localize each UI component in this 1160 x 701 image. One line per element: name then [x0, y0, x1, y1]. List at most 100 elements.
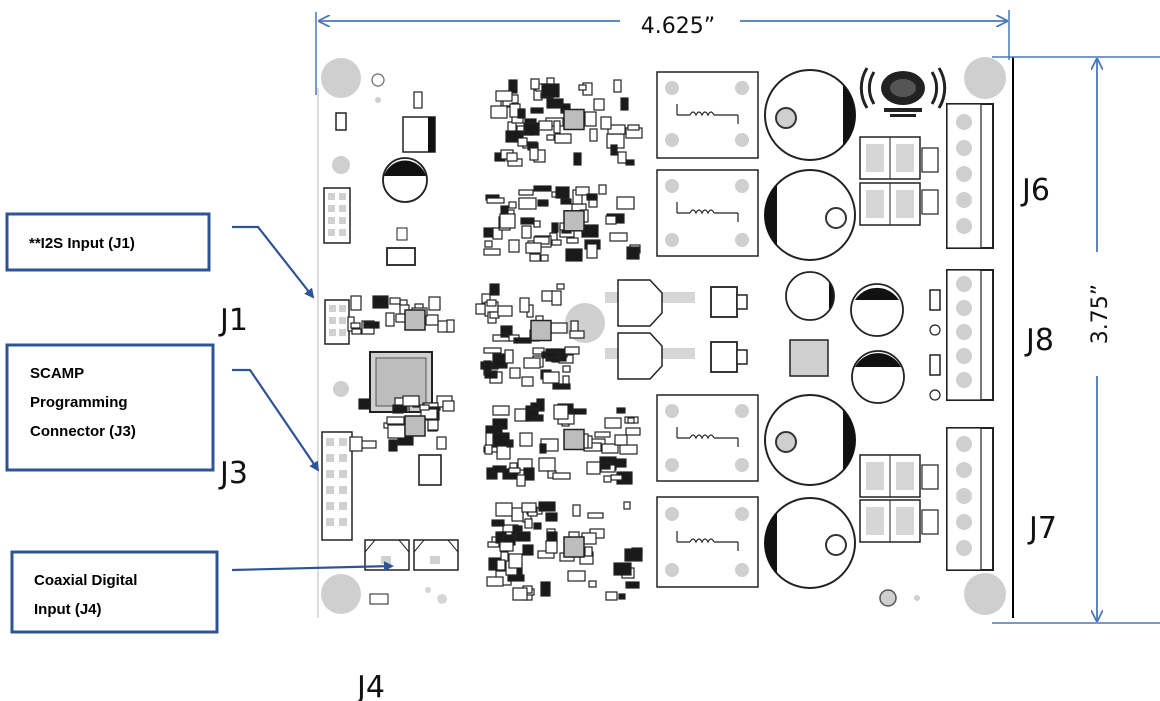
- smd-part: [625, 581, 640, 589]
- label-j8: J8: [1024, 323, 1054, 358]
- callout-scamp-line3: Connector (J3): [30, 423, 136, 440]
- smd-part: [517, 137, 528, 147]
- smd-part: [512, 587, 528, 601]
- smd-part: [533, 185, 552, 192]
- smd-part: [605, 591, 618, 601]
- smd-part: [552, 472, 571, 480]
- smd-part: [475, 303, 486, 315]
- smd-part: [533, 220, 541, 228]
- smd-part: [484, 240, 493, 248]
- callout-i2s-text: **I2S Input (J1): [29, 235, 135, 252]
- smd-part: [492, 227, 503, 240]
- smd-part: [584, 546, 593, 557]
- smd-part: [525, 242, 542, 254]
- smd-part: [610, 474, 623, 481]
- smd-part: [372, 295, 389, 309]
- width-dimension: 4.625”: [315, 10, 1010, 95]
- inductor-l2: [656, 169, 759, 257]
- smd-part: [586, 193, 598, 201]
- smd-part: [537, 199, 549, 207]
- smd-part: [613, 79, 622, 93]
- smd-part: [538, 501, 556, 512]
- smd-part: [572, 504, 581, 517]
- smd-part: [519, 297, 530, 313]
- smd-part: [392, 406, 404, 414]
- smd-part: [540, 254, 549, 262]
- smd-part: [551, 239, 562, 246]
- smd-components: [347, 77, 643, 601]
- upper-header: [323, 187, 351, 244]
- smd-part: [626, 246, 640, 260]
- smd-part: [523, 467, 535, 481]
- smd-part: [589, 128, 598, 142]
- terminal-block-j6: [946, 103, 994, 249]
- smd-part: [530, 78, 540, 90]
- smd-part: [618, 593, 626, 600]
- smd-part: [569, 330, 585, 339]
- smd-part: [419, 404, 430, 411]
- smd-part: [605, 215, 617, 225]
- callout-i2s: **I2S Input (J1): [5, 212, 315, 299]
- smd-part: [504, 349, 514, 364]
- callout-coax-line1: Coaxial Digital: [34, 572, 137, 589]
- smd-part: [540, 581, 551, 597]
- ic-chip: [563, 428, 585, 451]
- smd-part: [588, 580, 597, 588]
- height-dimension-label: 3.75”: [1088, 284, 1113, 344]
- smd-part: [594, 431, 611, 438]
- smd-part: [495, 502, 513, 517]
- smd-part: [625, 427, 641, 436]
- smd-part: [556, 283, 565, 290]
- smd-part: [483, 248, 501, 256]
- smd-part: [442, 400, 455, 412]
- smd-part: [617, 151, 627, 164]
- smd-part: [486, 197, 505, 204]
- smd-part: [509, 367, 521, 379]
- output-filter-blocks: [859, 136, 939, 543]
- smd-part: [584, 111, 597, 127]
- inductor-l1: [656, 71, 759, 159]
- mounting-hole-top-left: [321, 58, 361, 98]
- smd-part: [363, 321, 380, 329]
- smd-part: [496, 559, 506, 571]
- smd-part: [508, 239, 520, 253]
- smd-part: [513, 337, 532, 344]
- smd-part: [552, 383, 571, 390]
- smd-part: [613, 562, 632, 576]
- smd-part: [491, 519, 505, 527]
- smd-part: [572, 408, 587, 415]
- smd-part: [483, 347, 502, 354]
- smd-part: [554, 133, 572, 144]
- callout-scamp: SCAMP Programming Connector (J3): [5, 343, 320, 472]
- smd-part: [616, 407, 626, 414]
- label-j3: J3: [218, 456, 248, 491]
- smd-part: [545, 540, 558, 554]
- smd-part: [541, 290, 554, 302]
- mounting-hole-bottom-right: [964, 573, 1006, 615]
- smd-part: [611, 458, 627, 468]
- smd-part: [616, 196, 635, 210]
- smd-part: [539, 443, 547, 454]
- smd-part: [389, 297, 401, 305]
- mounting-hole-bottom-left: [321, 574, 361, 614]
- smd-part: [486, 299, 497, 307]
- smd-part: [385, 312, 395, 327]
- smd-part: [486, 576, 504, 587]
- ic-chip: [404, 309, 426, 331]
- smd-part: [567, 570, 586, 582]
- smd-part: [610, 144, 618, 156]
- height-dimension: 3.75”: [992, 56, 1160, 624]
- smd-part: [495, 90, 513, 102]
- smd-part: [614, 434, 628, 446]
- smd-part: [489, 283, 500, 296]
- smd-part: [609, 232, 628, 242]
- smd-part: [601, 443, 619, 454]
- smd-part: [490, 105, 508, 119]
- smd-part: [532, 347, 545, 355]
- smd-part: [388, 439, 398, 452]
- smd-part: [623, 501, 631, 510]
- smd-part: [518, 197, 537, 210]
- smd-part: [573, 152, 582, 166]
- smd-part: [492, 405, 510, 416]
